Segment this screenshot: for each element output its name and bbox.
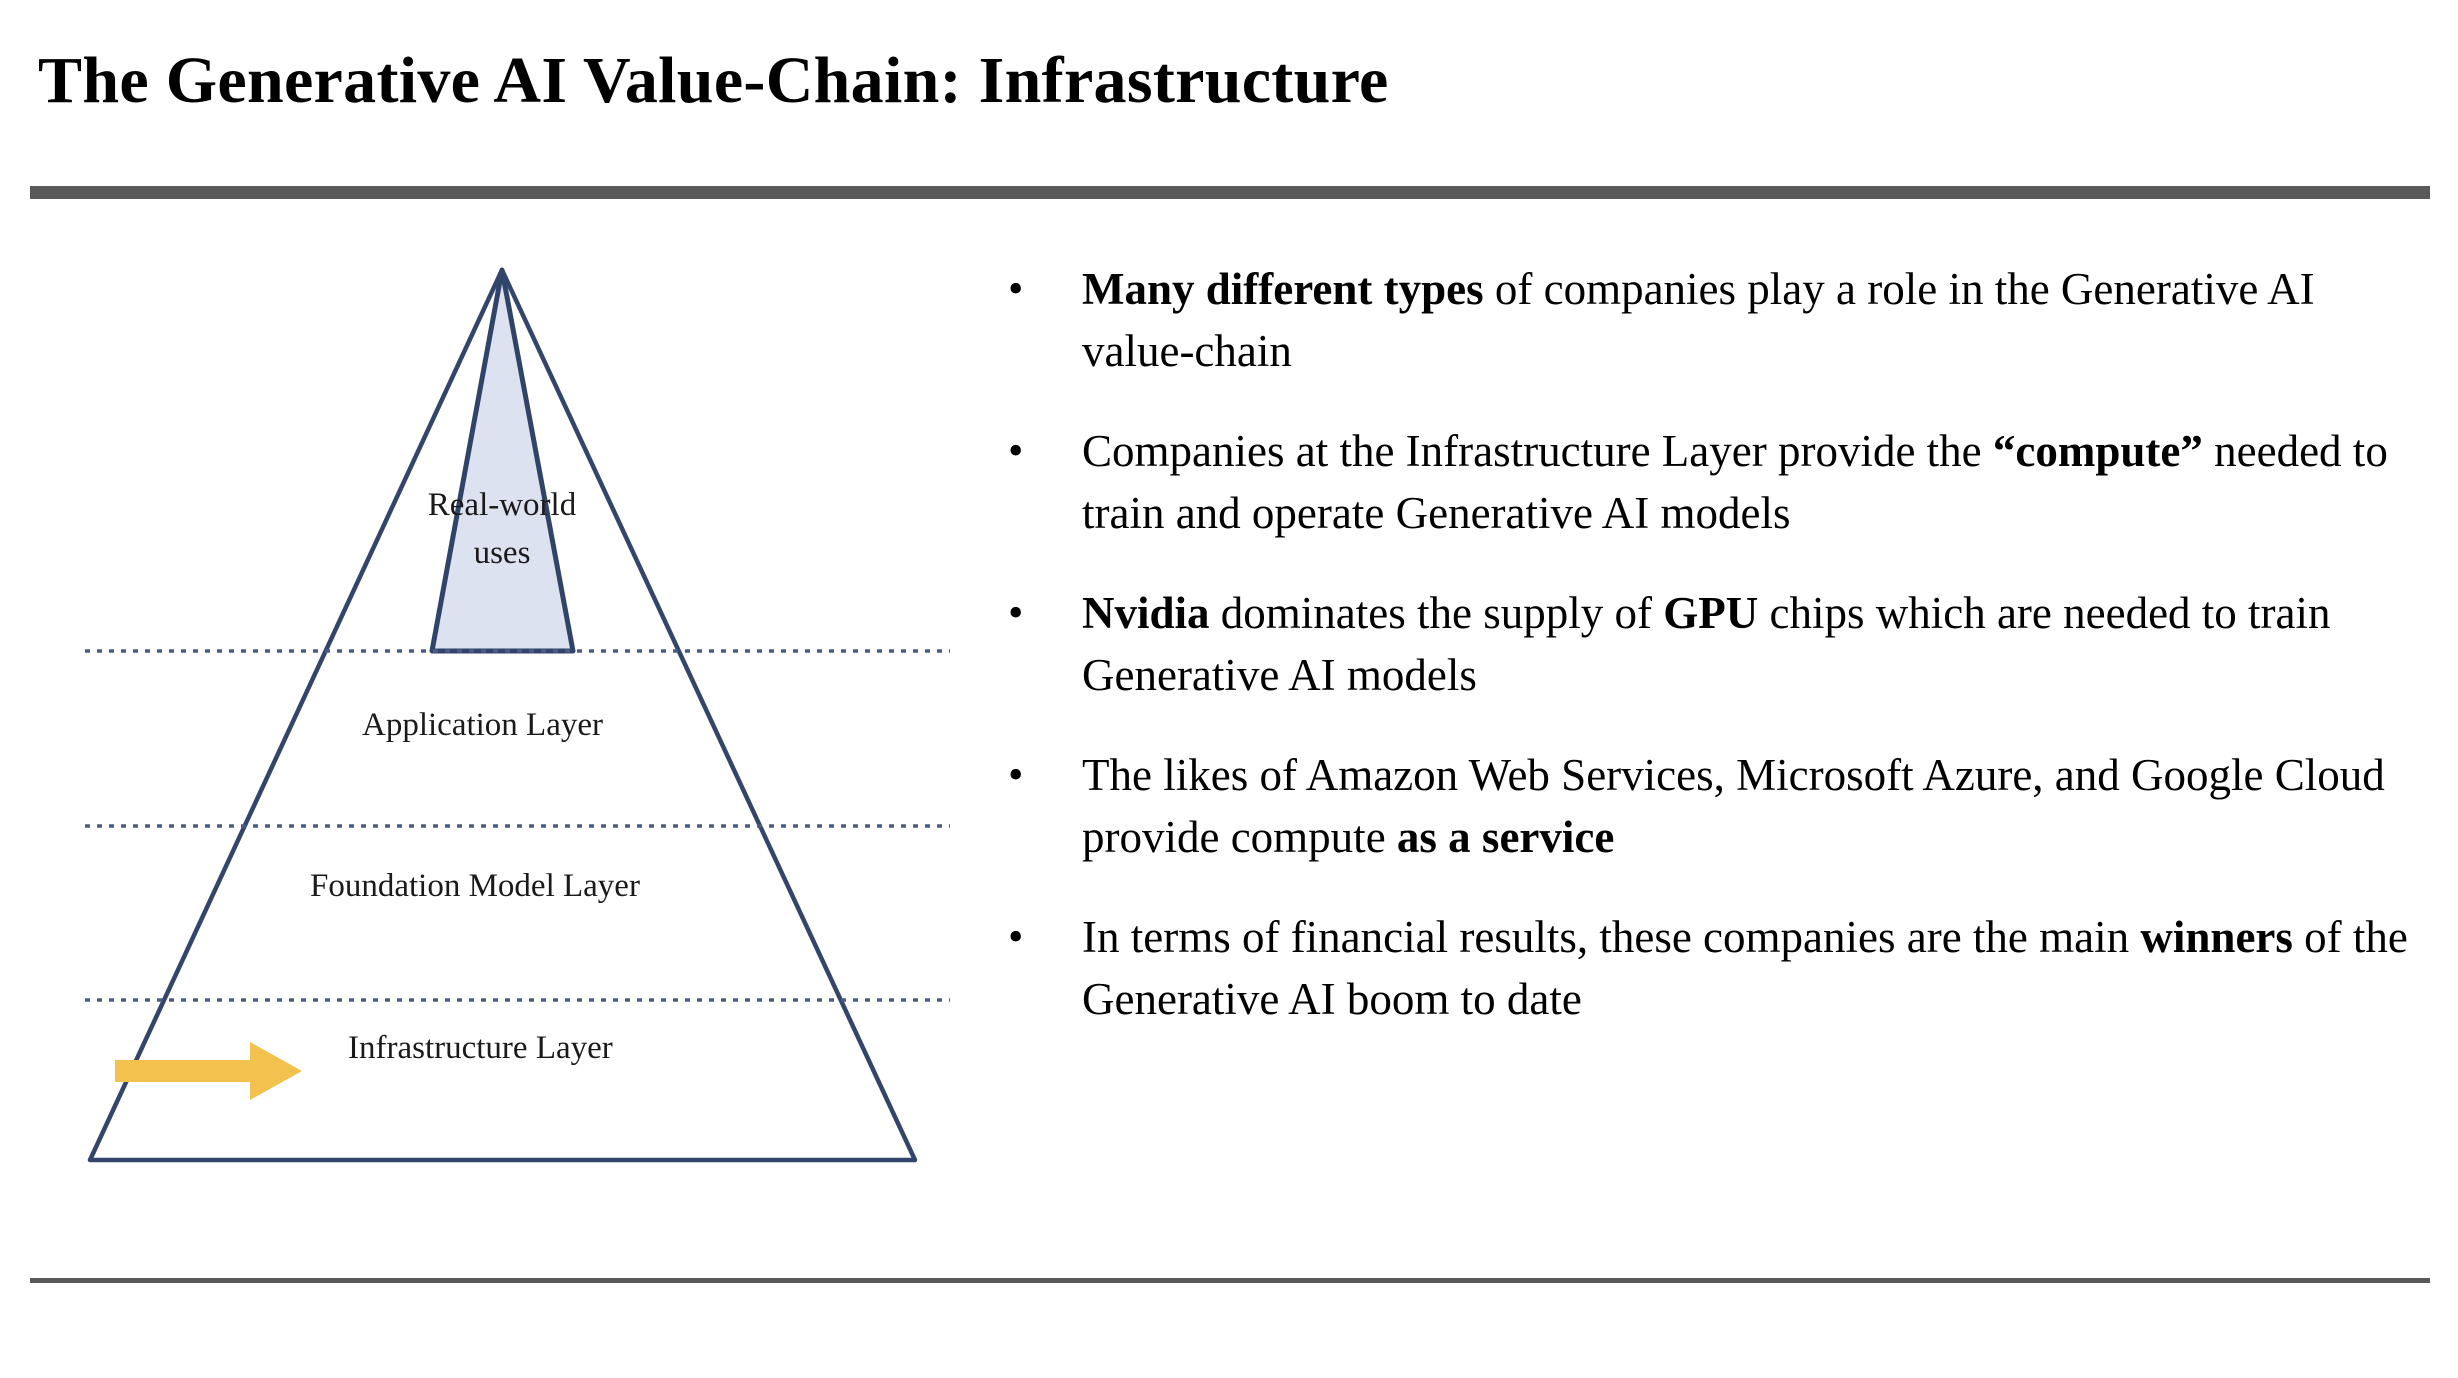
- pyramid-outline: [87, 269, 918, 1163]
- pyramid-label-infrastructure-layer: Infrastructure Layer: [348, 1030, 613, 1066]
- bullet-4-segment-0: The likes of Amazon Web Services, Micros…: [1082, 750, 2385, 862]
- bullet-text-5: In terms of financial results, these com…: [1082, 906, 2420, 1030]
- bullet-2-segment-1: “compute”: [1992, 426, 2203, 476]
- pyramid-label-real-world-uses-line2: uses: [473, 534, 531, 571]
- pyramid-diagram: Real-world uses Application Layer Founda…: [0, 230, 990, 1230]
- pyramid-label-real-world-uses: Real-world uses: [372, 482, 632, 578]
- bullet-5-segment-1: winners: [2140, 912, 2293, 962]
- bullet-5-segment-2: of the Generative AI boom to date: [1082, 912, 2408, 1024]
- bullet-3-segment-1: dominates the supply of: [1209, 588, 1664, 638]
- list-item: • Companies at the Infrastructure Layer …: [1000, 420, 2420, 544]
- header-divider-rule: [30, 186, 2430, 199]
- bullet-marker-icon: •: [1008, 912, 1024, 961]
- pyramid-label-foundation-model-layer: Foundation Model Layer: [310, 868, 640, 904]
- bullet-marker-icon: •: [1008, 588, 1024, 637]
- bullet-marker-icon: •: [1008, 750, 1024, 799]
- list-item: • Many different types of companies play…: [1000, 258, 2420, 382]
- list-item: • Nvidia dominates the supply of GPU chi…: [1000, 582, 2420, 706]
- bullet-text-1: Many different types of companies play a…: [1082, 258, 2420, 382]
- pyramid-section-real-world-uses: [429, 267, 576, 654]
- bullet-5-segment-0: In terms of financial results, these com…: [1082, 912, 2141, 962]
- page-title: The Generative AI Value-Chain: Infrastru…: [38, 44, 1389, 117]
- bullet-text-4: The likes of Amazon Web Services, Micros…: [1082, 744, 2420, 868]
- infrastructure-layer-arrow-icon: [115, 1042, 302, 1100]
- footer-divider-rule: [30, 1278, 2430, 1283]
- pyramid-label-real-world-uses-line1: Real-world: [427, 487, 577, 523]
- bullet-3-segment-3: chips which are needed to train Generati…: [1082, 588, 2331, 700]
- bullet-list: • Many different types of companies play…: [1000, 258, 2420, 1068]
- bullet-4-segment-1: as a service: [1396, 812, 1615, 862]
- bullet-text-3: Nvidia dominates the supply of GPU chips…: [1082, 582, 2420, 706]
- bullet-3-segment-0: Nvidia: [1082, 588, 1210, 638]
- bullet-2-segment-2: needed to train and operate Generative A…: [1082, 426, 2388, 538]
- pyramid-label-application-layer: Application Layer: [362, 707, 603, 743]
- bullet-3-segment-2: GPU: [1663, 588, 1759, 638]
- bullet-1-segment-0: Many different types: [1082, 264, 1484, 314]
- bullet-2-segment-0: Companies at the Infrastructure Layer pr…: [1082, 426, 1993, 476]
- list-item: • The likes of Amazon Web Services, Micr…: [1000, 744, 2420, 868]
- bullet-marker-icon: •: [1008, 426, 1024, 475]
- bullet-1-segment-1: of companies play a role in the Generati…: [1082, 264, 2315, 376]
- bullet-marker-icon: •: [1008, 264, 1024, 313]
- list-item: • In terms of financial results, these c…: [1000, 906, 2420, 1030]
- bullet-text-2: Companies at the Infrastructure Layer pr…: [1082, 420, 2420, 544]
